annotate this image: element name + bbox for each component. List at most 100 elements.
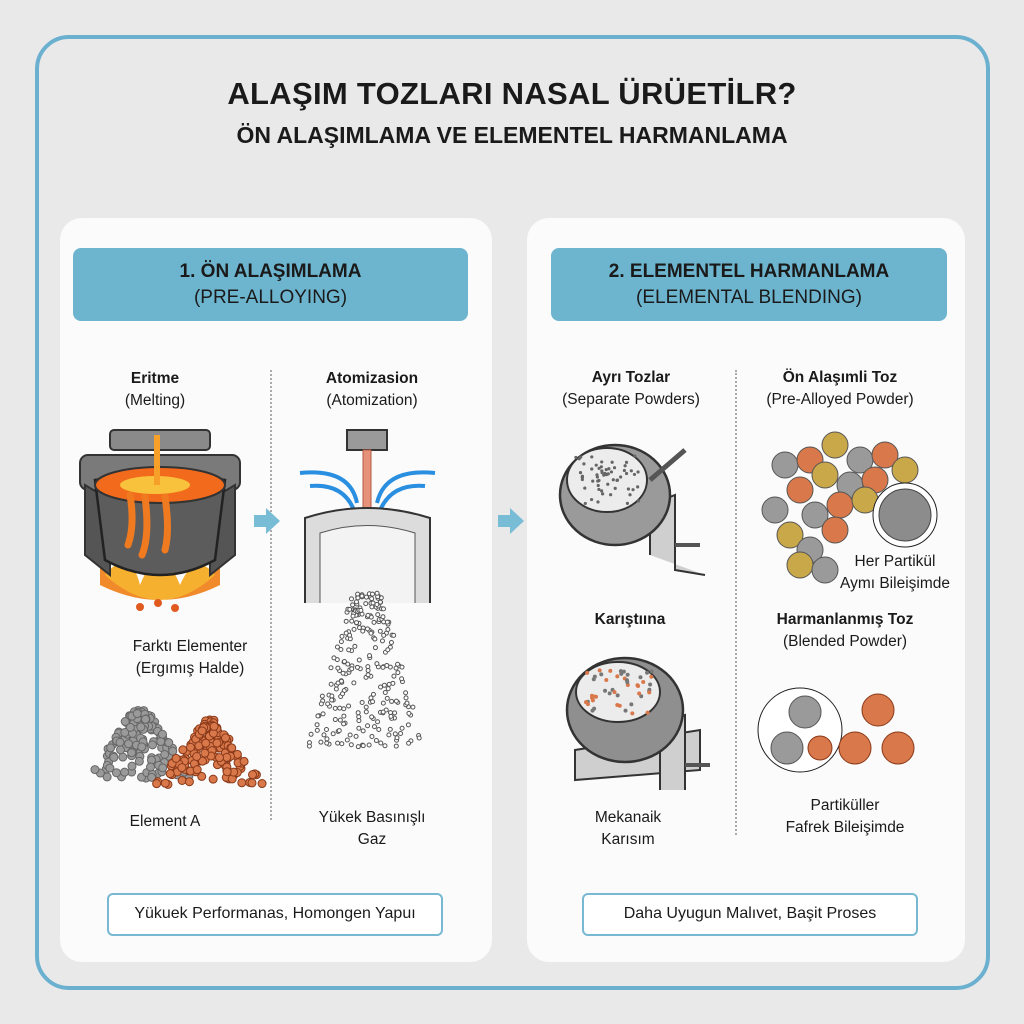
powder-particle bbox=[632, 472, 637, 477]
powder-particle bbox=[585, 702, 590, 707]
atomized-droplet bbox=[380, 700, 386, 706]
alloy-particle bbox=[786, 551, 814, 579]
atomized-droplet bbox=[365, 612, 371, 618]
atomized-droplet bbox=[384, 662, 390, 668]
powder-particle bbox=[574, 455, 578, 460]
powder-particle bbox=[125, 722, 135, 732]
molten-elements-note: Farktı Elementer(Ergımış Halde) bbox=[132, 638, 248, 677]
atomized-droplet bbox=[314, 727, 320, 733]
atomized-droplet bbox=[410, 704, 416, 710]
atomization-label: Atomizasion(Atomization) bbox=[325, 370, 419, 409]
atomized-droplet bbox=[315, 713, 321, 719]
powder-particle bbox=[612, 690, 617, 695]
atomized-droplet bbox=[355, 595, 361, 601]
atomized-droplet bbox=[391, 673, 397, 679]
atomized-droplet bbox=[369, 714, 375, 720]
atomized-droplet bbox=[395, 670, 401, 676]
atomized-droplet bbox=[331, 655, 337, 661]
powder-particle bbox=[603, 688, 608, 693]
atomized-droplet bbox=[369, 733, 375, 739]
powder-particle bbox=[600, 492, 605, 496]
atomized-droplet bbox=[403, 695, 409, 701]
powder-particle bbox=[141, 714, 151, 724]
atomized-droplet bbox=[353, 733, 359, 739]
atomized-droplet bbox=[354, 620, 360, 626]
atomized-droplet bbox=[350, 602, 356, 608]
atomized-droplet bbox=[365, 672, 371, 678]
atomized-droplet bbox=[348, 742, 354, 748]
powder-particle bbox=[590, 455, 594, 459]
powder-particle bbox=[599, 465, 603, 469]
atomized-droplet bbox=[343, 630, 349, 636]
powder-particle bbox=[90, 765, 100, 775]
atomized-droplet bbox=[347, 732, 353, 738]
powder-particle bbox=[629, 469, 633, 473]
powder-particle bbox=[639, 694, 644, 699]
powder-particle bbox=[596, 479, 600, 483]
powder-particle bbox=[115, 745, 125, 755]
powder-particle bbox=[578, 471, 583, 475]
atomized-droplet bbox=[371, 724, 377, 730]
powder-particle bbox=[615, 703, 620, 708]
atomized-droplet bbox=[335, 680, 341, 686]
powder-particle bbox=[591, 677, 596, 682]
powder-particle bbox=[624, 471, 629, 476]
powder-particle bbox=[201, 738, 211, 748]
powder-particle bbox=[607, 467, 611, 471]
powder-particle bbox=[591, 479, 595, 483]
elemental-blending-header: 2. ELEMENTEL HARMANLAMA (ELEMENTAL BLEND… bbox=[551, 248, 947, 321]
atomized-droplet bbox=[318, 739, 324, 745]
powder-particle bbox=[619, 475, 623, 479]
arrow-right-icon bbox=[498, 508, 524, 534]
atomized-droplet bbox=[377, 628, 383, 634]
atomized-droplet bbox=[332, 717, 338, 723]
powder-particle bbox=[612, 466, 617, 470]
atomized-droplet bbox=[340, 670, 346, 676]
page-subtitle: ÖN ALAŞIMLAMA VE ELEMENTEL HARMANLAMA bbox=[236, 122, 788, 148]
atomized-droplet bbox=[372, 636, 378, 642]
header-title: 1. ÖN ALAŞIMLAMA bbox=[179, 261, 362, 282]
atomized-droplet bbox=[388, 640, 394, 646]
powder-particle bbox=[106, 743, 116, 753]
powder-particle bbox=[623, 708, 628, 713]
powder-particle bbox=[599, 672, 604, 677]
header-title: 2. ELEMENTEL HARMANLAMA bbox=[608, 261, 890, 282]
powder-particle bbox=[177, 763, 187, 773]
atomized-droplet bbox=[329, 693, 335, 699]
atomized-droplet bbox=[381, 632, 387, 638]
alloy-particle bbox=[811, 556, 839, 584]
atomized-droplet bbox=[377, 599, 383, 605]
atomized-droplet bbox=[388, 713, 394, 719]
alloy-particle bbox=[826, 491, 854, 519]
powder-particle bbox=[168, 746, 178, 756]
atomized-droplet bbox=[347, 632, 353, 638]
steel-particle bbox=[788, 695, 822, 729]
outer-frame bbox=[35, 35, 990, 990]
powder-particle bbox=[590, 698, 595, 703]
atomized-droplet bbox=[392, 731, 398, 737]
powder-particle bbox=[583, 486, 587, 490]
powder-particle bbox=[590, 708, 595, 713]
atomized-droplet bbox=[340, 691, 346, 697]
atomized-droplet bbox=[345, 661, 351, 667]
alloy-particle bbox=[776, 521, 804, 549]
powder-particle bbox=[137, 742, 147, 752]
atomized-droplet bbox=[351, 626, 357, 632]
atomized-droplet bbox=[323, 727, 329, 733]
powder-particle bbox=[197, 771, 207, 781]
atomized-droplet bbox=[363, 704, 369, 710]
mixer-drum-icon bbox=[558, 443, 706, 576]
atomized-droplet bbox=[384, 619, 390, 625]
atomized-droplet bbox=[370, 600, 376, 606]
atomized-droplet bbox=[334, 644, 340, 650]
powder-particle bbox=[237, 778, 247, 788]
atomized-droplet bbox=[368, 630, 374, 636]
atomized-droplet bbox=[328, 665, 334, 671]
element-powder-piles bbox=[90, 705, 267, 789]
atomized-droplet bbox=[356, 657, 362, 663]
powder-particle bbox=[628, 493, 632, 497]
atomized-droplet bbox=[324, 740, 330, 746]
copper-particle bbox=[861, 693, 895, 727]
